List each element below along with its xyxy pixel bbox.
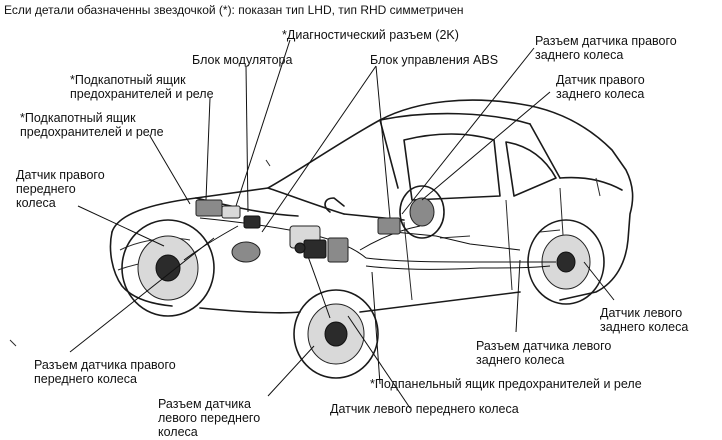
label-engine-fuse-box-2: *Подкапотный ящик предохранителей и реле [20, 111, 164, 139]
label-fr-sensor: Датчик правого переднего колеса [16, 168, 105, 210]
label-fl-sensor-connector: Разъем датчика левого переднего колеса [158, 397, 261, 439]
label-engine-fuse-box-1: *Подкапотный ящик предохранителей и реле [70, 73, 214, 101]
label-modulator: Блок модулятора [192, 53, 293, 67]
stray-mark [9, 339, 17, 347]
stray-mark [265, 159, 271, 167]
label-rr-sensor: Датчик правого заднего колеса [556, 73, 645, 101]
abs-ecu [377, 217, 401, 235]
label-rr-sensor-connector: Разъем датчика правого заднего колеса [535, 34, 677, 62]
label-diagnostic-connector: *Диагностический разъем (2K) [282, 28, 459, 42]
label-fr-sensor-connector: Разъем датчика правого переднего колеса [34, 358, 176, 386]
label-lr-sensor-connector: Разъем датчика левого заднего колеса [476, 339, 612, 367]
engine-bay-components [195, 199, 349, 263]
leader-lines [69, 39, 615, 409]
label-abs-ecu: Блок управления ABS [370, 53, 499, 67]
rear-right-wheel [399, 185, 445, 239]
diagram-note: Если детали обазначенны звездочкой (*): … [4, 3, 464, 17]
brake-lines [183, 217, 556, 319]
label-dash-fuse-box: *Подпанельный ящик предохранителей и рел… [370, 377, 642, 391]
label-fl-sensor: Датчик левого переднего колеса [330, 402, 519, 416]
front-left-wheel [293, 289, 379, 379]
front-right-wheel [121, 219, 215, 317]
label-lr-sensor: Датчик левого заднего колеса [600, 306, 689, 334]
